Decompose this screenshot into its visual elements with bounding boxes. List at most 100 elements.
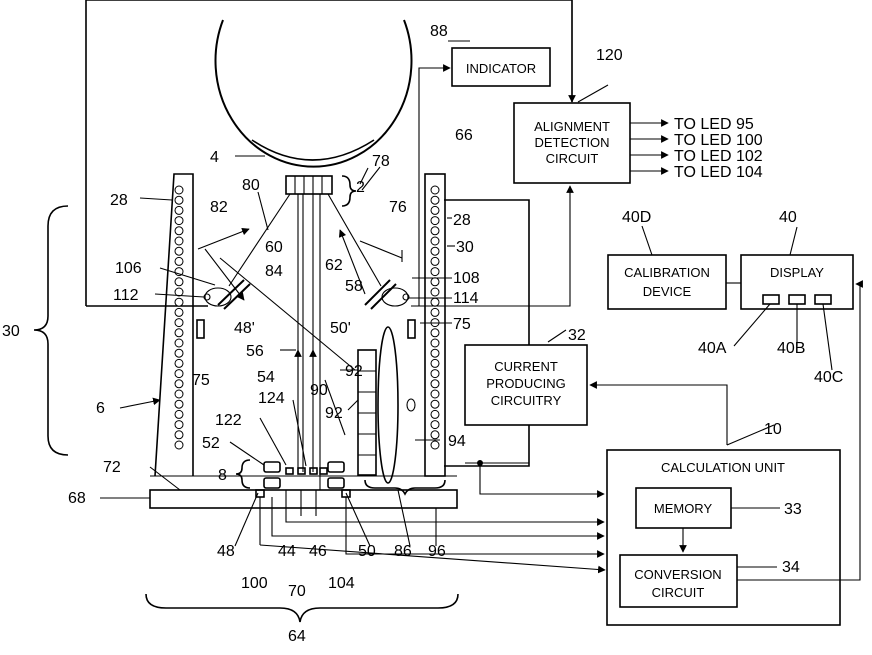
left-column-led-20: [175, 390, 183, 398]
ref-66: 66: [455, 127, 473, 144]
ref-120: 120: [596, 47, 623, 64]
conversion-line-2: CIRCUIT: [652, 585, 705, 600]
right-column-led-19: [431, 380, 439, 388]
right-column-led-25: [431, 441, 439, 449]
ref-124: 124: [258, 390, 285, 407]
ref-114: 114: [453, 290, 479, 307]
ref-86: 86: [394, 543, 412, 560]
ref-44: 44: [278, 543, 296, 560]
arrow-to-6: [120, 400, 160, 408]
ref-40B: 40B: [777, 340, 805, 357]
indicator-label: INDICATOR: [466, 61, 536, 76]
ref-6: 6: [96, 400, 105, 417]
ref-33: 33: [784, 501, 802, 518]
calibration-line-1: CALIBRATION: [624, 265, 710, 280]
indicator-box: INDICATOR: [452, 48, 550, 86]
right-column-led-24: [431, 431, 439, 439]
ref-48: 48: [217, 543, 235, 560]
ref-58: 58: [345, 278, 363, 295]
left-column-led-0: [175, 186, 183, 194]
ref-60: 60: [265, 239, 283, 256]
ref-62: 62: [325, 257, 343, 274]
ref-112: 112: [113, 287, 139, 304]
ref-40A: 40A: [698, 340, 727, 357]
ref-50-prime: 50': [330, 320, 351, 337]
ref-54: 54: [257, 369, 275, 386]
left-column-led-11: [175, 298, 183, 306]
current-producing-box: CURRENT PRODUCING CIRCUITRY: [465, 345, 587, 425]
ref-88: 88: [430, 23, 448, 40]
ref-40D: 40D: [622, 209, 651, 226]
ref-106: 106: [115, 260, 142, 277]
led-output-arrows: TO LED 95 TO LED 100 TO LED 102 TO LED 1…: [630, 116, 763, 181]
display-box: DISPLAY: [741, 255, 853, 309]
left-column-led-14: [175, 329, 183, 337]
ref-56: 56: [246, 343, 264, 360]
ref-30: 30: [456, 239, 474, 256]
left-column-led-1: [175, 196, 183, 204]
output-led-102: TO LED 102: [674, 148, 763, 165]
left-column-led-17: [175, 359, 183, 367]
ref-122: 122: [215, 412, 242, 429]
ref-75-left: 75: [192, 372, 210, 389]
ref-76: 76: [389, 199, 407, 216]
ref-82: 82: [210, 199, 228, 216]
right-column-led-2: [431, 206, 439, 214]
ref-100: 100: [241, 575, 268, 592]
lens-and-reflectors: [358, 327, 415, 483]
left-column-led-13: [175, 319, 183, 327]
calibration-box: CALIBRATION DEVICE: [608, 255, 726, 309]
right-column-led-22: [431, 410, 439, 418]
ref-8: 8: [218, 467, 227, 484]
light-rays: [198, 194, 402, 472]
left-column-led-21: [175, 400, 183, 408]
right-column-led-5: [431, 237, 439, 245]
left-column-led-24: [175, 431, 183, 439]
ref-34: 34: [782, 559, 800, 576]
right-column-led-12: [431, 308, 439, 316]
ref-40C: 40C: [814, 369, 843, 386]
right-led-column: [425, 174, 445, 476]
left-led-column: [155, 174, 193, 476]
sensor-array-2: [286, 176, 332, 194]
globe-element-4: [215, 20, 411, 167]
memory-label: MEMORY: [654, 501, 713, 516]
left-column-led-3: [175, 217, 183, 225]
alignment-detection-box: ALIGNMENT DETECTION CIRCUIT: [514, 103, 630, 183]
right-column-led-8: [431, 268, 439, 276]
right-column-led-4: [431, 227, 439, 235]
ref-40: 40: [779, 209, 797, 226]
ref-64: 64: [288, 628, 306, 645]
base-plate: [150, 476, 457, 508]
ref-28-right: 28: [453, 212, 471, 229]
right-column-led-17: [431, 359, 439, 367]
ref-30-side: 30: [2, 323, 20, 340]
ref-46: 46: [309, 543, 327, 560]
left-column-led-15: [175, 339, 183, 347]
right-column-led-16: [431, 349, 439, 357]
ref-2: 2: [356, 179, 365, 196]
output-led-100: TO LED 100: [674, 132, 763, 149]
right-column-led-14: [431, 329, 439, 337]
left-column-led-9: [175, 278, 183, 286]
current-line-1: CURRENT: [494, 359, 558, 374]
left-column-led-4: [175, 227, 183, 235]
right-column-led-9: [431, 278, 439, 286]
mirror-assemblies: [204, 280, 409, 309]
conversion-circuit-box: CONVERSION CIRCUIT: [620, 555, 737, 607]
output-led-104: TO LED 104: [674, 164, 763, 181]
ref-104: 104: [328, 575, 355, 592]
right-column-led-7: [431, 257, 439, 265]
alignment-line-1: ALIGNMENT: [534, 119, 610, 134]
current-line-3: CIRCUITRY: [491, 393, 562, 408]
ref-108: 108: [453, 270, 480, 287]
left-column-led-16: [175, 349, 183, 357]
calibration-line-2: DEVICE: [643, 284, 692, 299]
left-column-led-18: [175, 370, 183, 378]
left-column-led-22: [175, 410, 183, 418]
ref-96: 96: [428, 543, 446, 560]
left-column-led-7: [175, 257, 183, 265]
ref-50: 50: [358, 543, 376, 560]
memory-box: MEMORY: [636, 488, 731, 528]
left-column-led-2: [175, 206, 183, 214]
